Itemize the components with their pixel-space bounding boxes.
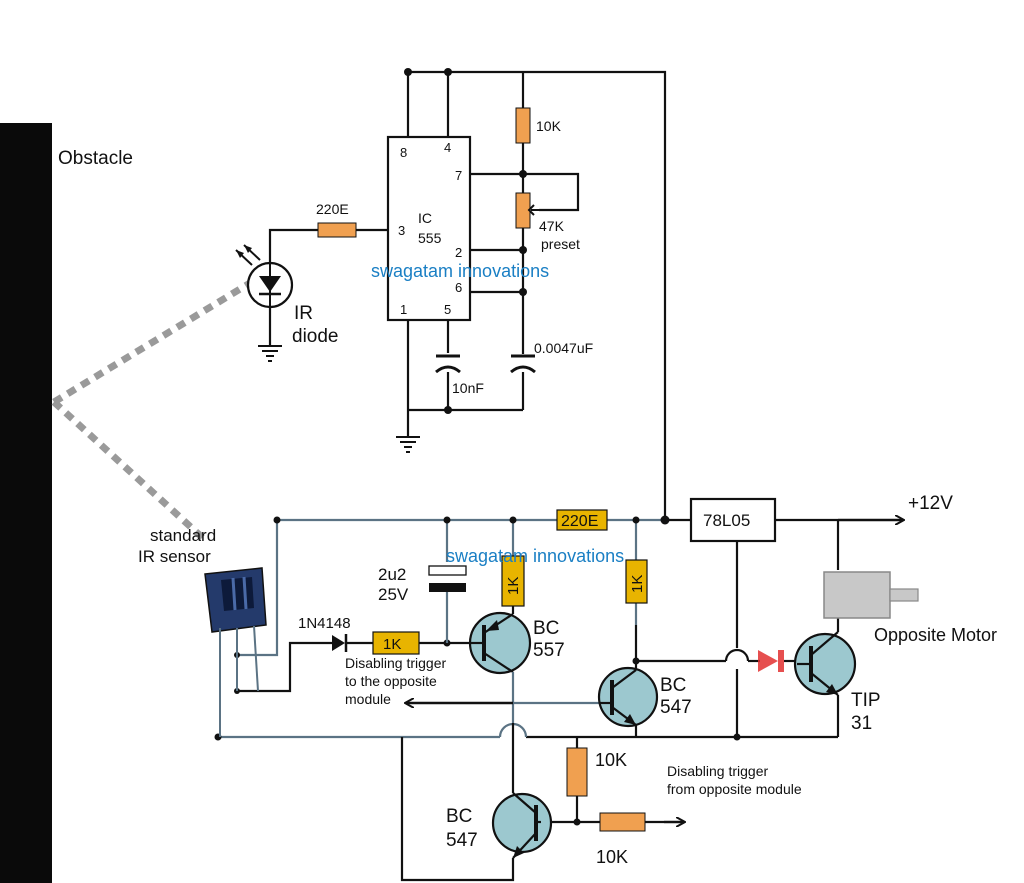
disable-from-label-line2: from opposite module — [667, 781, 802, 797]
disable-to-label-line2: to the opposite — [345, 673, 437, 689]
transistor-bc557-icon — [468, 606, 532, 695]
resistor-220e-top-label: 220E — [316, 201, 349, 217]
tip31-label-line1: TIP — [851, 690, 881, 711]
resistor-10k-horizontal — [599, 812, 646, 832]
capacitor-10nf — [435, 354, 461, 374]
pin-5-label: 5 — [444, 302, 451, 317]
regulator-78l05 — [689, 497, 777, 543]
pin-2-label: 2 — [455, 245, 462, 260]
pin-6-label: 6 — [455, 280, 462, 295]
ic-number-label: 555 — [418, 230, 442, 246]
resistor-220e-mid-label: 220E — [561, 513, 598, 530]
pin-4-label: 4 — [444, 140, 451, 155]
led-icon — [758, 650, 797, 672]
resistor-10k-horizontal-label: 10K — [596, 847, 628, 867]
ir-diode-label-line2: diode — [292, 326, 339, 347]
motor-icon — [823, 571, 919, 619]
obstacle-label: Obstacle — [58, 148, 133, 169]
supply-label: +12V — [908, 493, 953, 514]
ic-name-label: IC — [418, 210, 432, 226]
ir-sensor-module — [204, 567, 267, 737]
obstacle-bar — [0, 123, 52, 883]
transistor-tip31-icon — [793, 631, 857, 696]
disable-from-label-line1: Disabling trigger — [667, 763, 768, 779]
disable-to-label-line1: Disabling trigger — [345, 655, 446, 671]
pin-7-label: 7 — [455, 168, 462, 183]
ic-555: 8 4 7 3 IC 555 2 6 1 5 — [386, 135, 472, 322]
ir-diode-label-line1: IR — [294, 303, 313, 324]
resistor-1k-v2-label: 1K — [629, 575, 646, 593]
ground-icon — [258, 345, 282, 362]
preset-47k — [515, 192, 531, 229]
disable-to-label-line3: module — [345, 691, 391, 707]
ir-beam — [51, 280, 252, 543]
resistor-1k-base — [372, 631, 420, 655]
resistor-10k-top — [515, 107, 531, 144]
watermark-top: swagatam innovations — [371, 261, 549, 281]
driver-wires — [237, 518, 840, 882]
bc557-label-line1: BC — [533, 618, 559, 639]
resistor-10k-top-label: 10K — [536, 118, 562, 134]
bc557-label-line2: 557 — [533, 640, 565, 661]
timer-junctions — [404, 68, 527, 414]
bc547-middle-label-line2: 547 — [660, 697, 692, 718]
watermark-bottom: swagatam innovations — [446, 546, 624, 566]
capacitor-2u2-plate-top — [428, 565, 467, 576]
preset-arrow-icon — [527, 204, 539, 216]
resistor-1k-v1-label: 1K — [505, 577, 522, 595]
timer-wires — [268, 70, 667, 520]
resistor-220e-mid — [556, 509, 608, 531]
resistor-1k-base-label: 1K — [383, 636, 401, 653]
bc547-bottom-label-line2: 547 — [446, 830, 478, 851]
sensor-label-line2: IR sensor — [138, 547, 211, 566]
transistor-bc547-bottom-icon — [491, 792, 553, 859]
preset-word-label: preset — [541, 236, 580, 252]
sensor-label-line1: standard — [150, 526, 216, 545]
diode-1n4148-icon — [332, 635, 345, 651]
motor-label: Opposite Motor — [874, 625, 997, 645]
ir-diode-icon — [235, 244, 294, 309]
wire-crossover — [724, 648, 750, 662]
driver-junctions — [214, 515, 741, 826]
capacitor-2u2-label-line1: 2u2 — [378, 565, 406, 584]
resistor-10k-vertical-label: 10K — [595, 750, 627, 770]
transistor-bc547-middle-icon — [597, 661, 659, 728]
bc547-bottom-label-line1: BC — [446, 806, 472, 827]
capacitor-2u2-plate-bottom — [429, 583, 466, 592]
resistor-220e-top — [317, 222, 357, 238]
tip31-label-line2: 31 — [851, 713, 872, 734]
preset-value-label: 47K — [539, 218, 565, 234]
capacitor-2u2-label-line2: 25V — [378, 585, 409, 604]
pin-1-label: 1 — [400, 302, 407, 317]
diode-1n4148-label: 1N4148 — [298, 615, 351, 632]
regulator-label: 78L05 — [703, 511, 750, 530]
resistor-1k-v2 — [625, 559, 648, 604]
bc547-middle-label-line1: BC — [660, 675, 686, 696]
capacitor-10nf-label: 10nF — [452, 380, 484, 396]
capacitor-0047uf — [510, 354, 536, 374]
pin-3-label: 3 — [398, 223, 405, 238]
resistor-10k-vertical — [566, 747, 588, 797]
capacitor-0047uf-label: 0.0047uF — [534, 340, 593, 356]
pin-8-label: 8 — [400, 145, 407, 160]
ground-icon — [396, 436, 420, 453]
